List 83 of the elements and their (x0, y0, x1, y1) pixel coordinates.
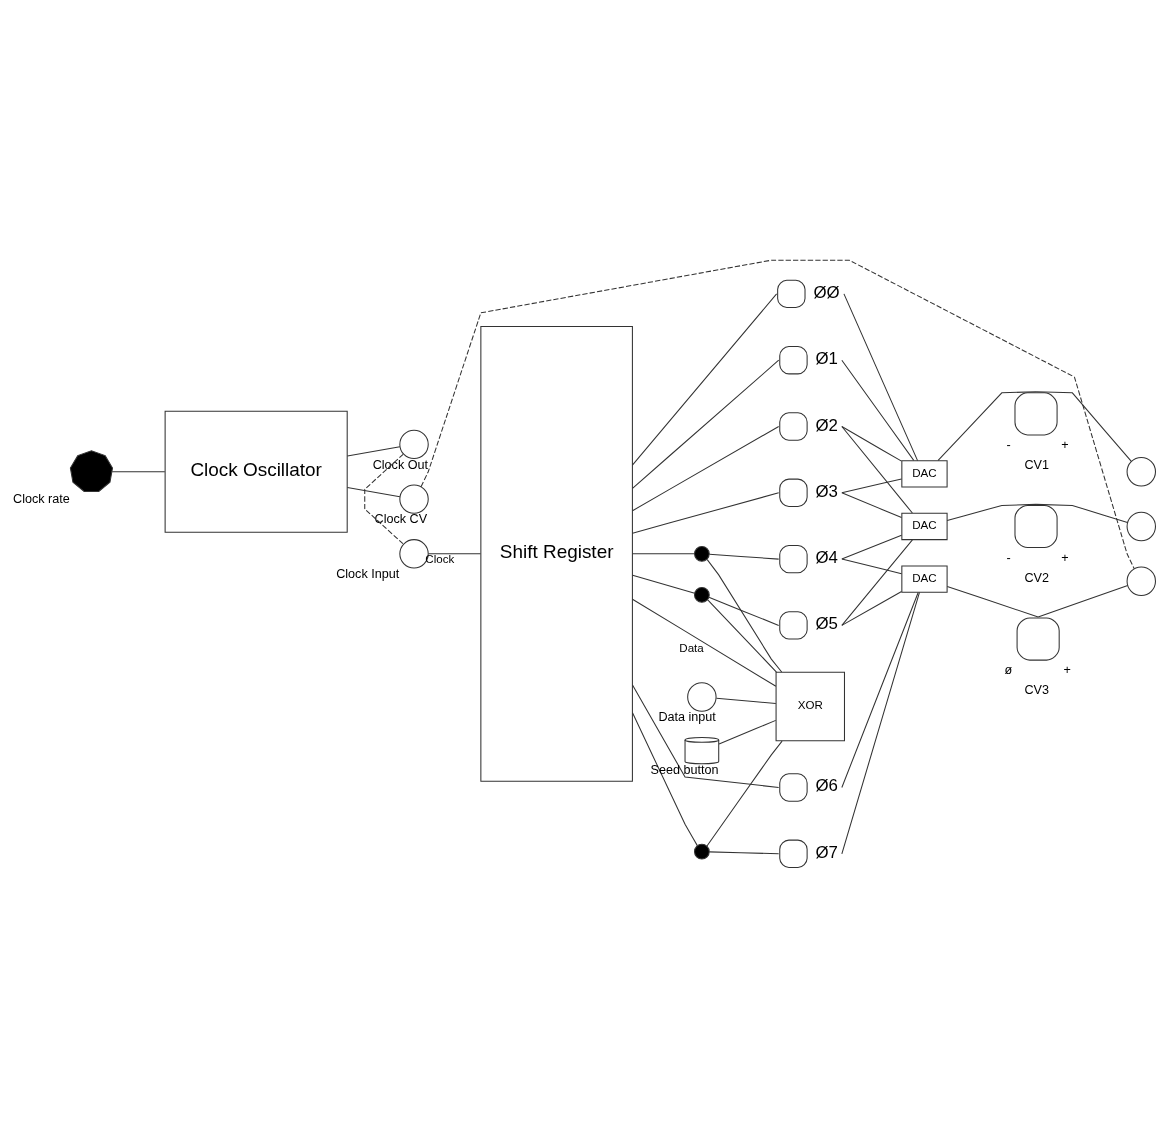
connector (346, 446, 401, 457)
connector (841, 558, 903, 575)
node-box: DAC (901, 512, 948, 541)
connector (841, 591, 920, 855)
connector (841, 359, 915, 461)
connector (708, 851, 780, 855)
connector (428, 553, 482, 555)
node-label: Clock Out (372, 457, 429, 472)
node-label: Ø6 (815, 776, 838, 796)
node-dot (694, 587, 710, 603)
connector (706, 559, 783, 673)
connector (631, 293, 778, 466)
node-label: Ø3 (815, 481, 838, 501)
node-label: - (1006, 550, 1011, 565)
node-circle (1126, 566, 1156, 596)
node-label: Clock CV (374, 512, 428, 527)
node-label: Ø5 (815, 614, 838, 634)
connector (632, 359, 780, 489)
connector (632, 712, 698, 847)
node-label: + (1061, 438, 1069, 453)
node-label: CV3 (1024, 683, 1049, 698)
node-label: CV1 (1024, 458, 1049, 473)
node-box: DAC (901, 460, 948, 488)
connector (841, 539, 913, 626)
connector (1035, 391, 1132, 462)
node-label: Ø1 (815, 349, 838, 369)
node-box (1014, 504, 1058, 549)
node-circle (399, 429, 429, 460)
connector (632, 492, 780, 534)
edge-label: Data (679, 641, 704, 654)
node-label: Ø2 (815, 415, 838, 435)
connector (632, 574, 696, 594)
connector (843, 293, 919, 462)
connector (1037, 585, 1129, 618)
node-label: CV2 (1024, 570, 1049, 585)
connector (841, 591, 903, 626)
connector (632, 553, 695, 555)
connector (841, 591, 919, 788)
node-circle (1126, 511, 1156, 542)
connector (718, 719, 777, 745)
connector (632, 684, 780, 788)
node-dot (694, 545, 710, 562)
connector (364, 453, 404, 545)
node-circle (687, 682, 717, 712)
connector (420, 259, 1135, 570)
connector (708, 553, 780, 560)
node-box: XOR (775, 671, 845, 742)
node-box: DAC (901, 565, 948, 593)
edge-label: Clock (425, 553, 455, 566)
connector (841, 492, 903, 518)
node-dot (694, 843, 710, 860)
connector (1035, 503, 1128, 524)
node-label: Data input (658, 710, 716, 725)
connector (631, 598, 777, 687)
connector (841, 425, 913, 514)
node-label: - (1006, 438, 1011, 453)
node-label: ØØ (813, 282, 840, 302)
node-circle (1126, 457, 1156, 487)
connector (346, 487, 401, 498)
node-box (1016, 617, 1060, 661)
connector (708, 596, 780, 626)
node-label: + (1063, 663, 1071, 678)
node-box: Clock Oscillator (164, 410, 348, 533)
node-box: Shift Register (480, 326, 633, 782)
node-box (1014, 392, 1058, 436)
connector (937, 391, 1037, 461)
node-label: + (1061, 550, 1069, 565)
connector (946, 585, 1039, 618)
node-label: ø (1004, 663, 1013, 678)
connector (632, 425, 780, 512)
connector (706, 599, 777, 673)
node-circle (399, 484, 429, 514)
connector (111, 471, 166, 473)
node-label: Ø7 (815, 842, 838, 862)
node-label: Clock rate (13, 491, 70, 506)
node-label: Clock Input (336, 567, 400, 582)
connector (841, 425, 903, 462)
connector (715, 697, 777, 704)
connector (946, 503, 1037, 522)
node-label: Ø4 (815, 548, 838, 568)
connector (841, 534, 903, 560)
connector (841, 478, 903, 494)
connector (706, 740, 783, 847)
